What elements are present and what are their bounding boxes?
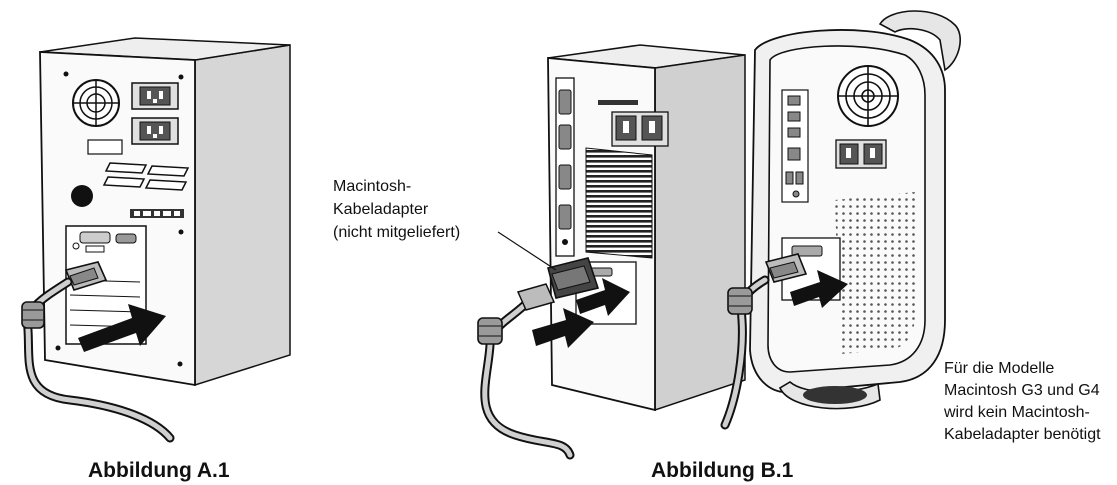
insert-arrow-icon	[78, 304, 166, 352]
vga-connector-icon	[764, 253, 808, 283]
io-ports	[72, 231, 137, 253]
figure-b-caption: Abbildung B.1	[651, 459, 794, 482]
cable	[21, 277, 175, 443]
power-socket-icon	[835, 139, 887, 169]
fan-grille-icon	[837, 65, 899, 127]
figure-b-cables	[477, 275, 770, 460]
adapter-callout-line-2: Kabeladapter	[333, 201, 429, 218]
power-socket-icon	[131, 82, 179, 110]
insert-arrow-icon	[790, 270, 848, 308]
figure-b-mac-g4-tower	[749, 10, 961, 410]
figure-a-caption: Abbildung A.1	[88, 459, 230, 482]
insert-arrow-icon	[576, 278, 630, 316]
figure-b-pc-tower	[547, 44, 746, 412]
callout-leader-line	[497, 231, 557, 271]
mac-cable-adapter	[516, 257, 600, 311]
note-line-4: Kabeladapter benötigt	[944, 426, 1101, 443]
figure-a-pc-tower	[21, 37, 291, 443]
adapter-callout-line-3: (nicht mitgeliefert)	[333, 224, 460, 241]
mac-g3-g4-note: Für die Modelle Macintosh G3 und G4 wird…	[943, 360, 1101, 443]
fan-grille-icon	[72, 79, 120, 127]
note-line-1: Für die Modelle	[944, 360, 1054, 377]
vga-connector-icon	[64, 261, 108, 291]
adapter-callout: Macintosh- Kabeladapter (nicht mitgelief…	[333, 178, 460, 241]
power-socket-icon	[131, 117, 179, 145]
note-line-2: Macintosh G3 und G4	[944, 382, 1100, 399]
insert-arrow-icon	[532, 308, 594, 348]
adapter-callout-line-1: Macintosh-	[333, 178, 411, 195]
note-line-3: wird kein Macintosh-	[943, 404, 1090, 421]
expansion-slot-covers	[102, 162, 190, 191]
